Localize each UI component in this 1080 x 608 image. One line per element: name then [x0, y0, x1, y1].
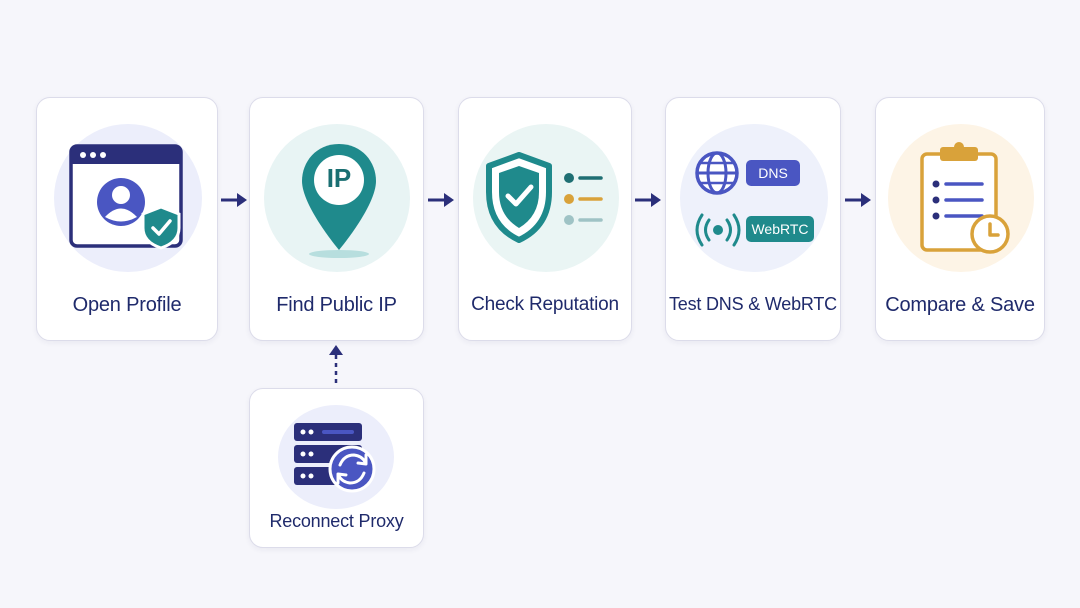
flow-arrow-right — [219, 190, 249, 210]
step-label: Compare & Save — [885, 294, 1035, 316]
step-reconnect-proxy: Reconnect Proxy — [249, 388, 424, 548]
shield-check-list-icon — [485, 152, 610, 247]
step-compare-save: Compare & Save — [875, 97, 1045, 341]
globe-icon — [694, 150, 740, 196]
server-refresh-icon — [292, 419, 384, 501]
clipboard-clock-icon — [916, 140, 1016, 260]
dns-tag: DNS — [746, 160, 800, 186]
step-label: Check Reputation — [471, 294, 619, 315]
step-label: Reconnect Proxy — [269, 511, 404, 531]
icon-backdrop — [680, 124, 828, 272]
step-check-reputation: Check Reputation — [458, 97, 632, 341]
flow-arrow-right — [426, 190, 456, 210]
browser-profile-shield-icon — [69, 144, 194, 254]
step-open-profile: Open Profile — [36, 97, 218, 341]
flow-arrow-up-dotted — [326, 343, 346, 389]
flow-arrow-right — [633, 190, 663, 210]
step-label: Test DNS & WebRTC — [669, 294, 837, 314]
step-test-dns-webrtc: DNS WebRTC Test DNS & WebRTC — [665, 97, 841, 341]
ip-badge-text: IP — [326, 163, 352, 193]
step-label: Find Public IP — [276, 294, 397, 316]
step-label: Open Profile — [72, 294, 182, 316]
webrtc-tag: WebRTC — [746, 216, 814, 242]
ip-location-pin-icon: IP — [294, 140, 384, 260]
flow-arrow-right — [843, 190, 873, 210]
step-find-public-ip: IP Find Public IP — [249, 97, 424, 341]
signal-broadcast-icon — [694, 212, 742, 248]
